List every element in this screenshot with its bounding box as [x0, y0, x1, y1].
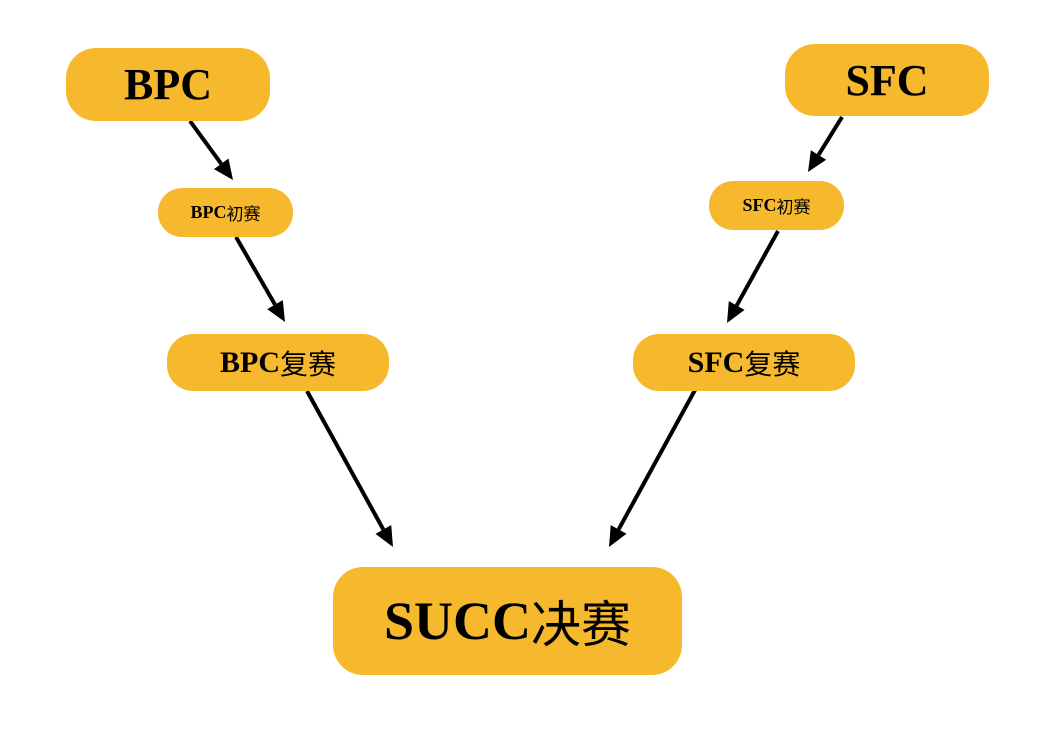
- arrowhead-sfc_semi-to-succ_final: [609, 525, 627, 547]
- node-bpc-preliminary-cjk: 初赛: [226, 205, 261, 225]
- edge-bpc_semi-to-succ_final: [305, 390, 386, 531]
- edge-sfc_prelim-to-sfc_semi: [734, 230, 780, 307]
- node-bpc-semifinal-latin: BPC: [219, 345, 280, 379]
- edge-sfc_semi-to-succ_final: [616, 389, 697, 531]
- arrowhead-bpc-to-bpc_prelim: [213, 158, 233, 180]
- node-bpc-latin: BPC: [124, 60, 212, 109]
- node-succ-final-latin: SUCC: [383, 591, 532, 651]
- arrowhead-sfc-to-sfc_prelim: [808, 150, 827, 172]
- edge-bpc-to-bpc_prelim: [188, 119, 223, 166]
- node-sfc-semifinal-cjk: 复赛: [744, 347, 801, 381]
- node-bpc-semifinal-cjk: 复赛: [279, 347, 336, 381]
- node-bpc: BPC: [66, 48, 270, 121]
- node-bpc-preliminary-latin: BPC: [190, 202, 227, 222]
- edge-sfc-to-sfc_prelim: [816, 115, 844, 157]
- node-sfc-semifinal-latin: SFC: [687, 345, 745, 379]
- arrowhead-bpc_semi-to-succ_final: [375, 525, 393, 547]
- node-sfc-preliminary-latin: SFC: [742, 195, 777, 215]
- node-sfc-preliminary-cjk: 初赛: [776, 198, 811, 218]
- node-sfc: SFC: [785, 44, 989, 116]
- edge-bpc_prelim-to-bpc_semi: [234, 236, 277, 306]
- node-succ-final-cjk: 决赛: [531, 596, 632, 654]
- arrowhead-sfc_prelim-to-sfc_semi: [727, 301, 745, 323]
- node-sfc-latin: SFC: [845, 55, 929, 105]
- arrowhead-bpc_prelim-to-bpc_semi: [267, 300, 285, 322]
